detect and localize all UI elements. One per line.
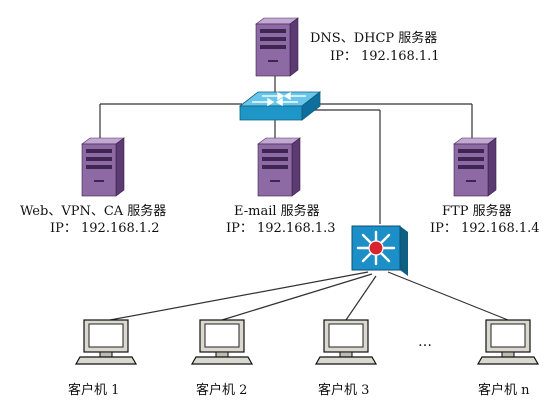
link-core-client3: [345, 275, 377, 321]
server-ip: IP： 192.168.1.3: [226, 221, 336, 236]
more-clients-ellipsis: …: [418, 334, 432, 350]
client-label: 客户机 2: [196, 382, 247, 398]
server-tower-icon: [453, 137, 497, 197]
client-n: 客户机 n: [477, 319, 539, 398]
client-2: 客户机 2: [191, 319, 253, 398]
ftp-server: FTP 服务器 IP： 192.168.1.4: [430, 137, 540, 236]
server-name: FTP 服务器: [442, 203, 512, 219]
server-name: DNS、DHCP 服务器: [310, 30, 437, 46]
server-tower-icon: [257, 137, 301, 197]
client-label: 客户机 n: [478, 382, 530, 398]
layer3-switch-icon: [351, 225, 408, 276]
link-core-client1: [109, 271, 369, 321]
desktop-computer-icon: [75, 319, 137, 365]
email-server: E-mail 服务器 IP： 192.168.1.3: [226, 137, 336, 236]
client-1: 客户机 1: [68, 319, 137, 398]
desktop-computer-icon: [477, 319, 539, 365]
web-vpn-ca-server: Web、VPN、CA 服务器 IP： 192.168.1.2: [20, 137, 166, 236]
desktop-computer-icon: [191, 319, 253, 365]
server-ip: IP： 192.168.1.2: [50, 221, 160, 236]
desktop-computer-icon: [315, 319, 377, 365]
link-core-clientn: [387, 271, 509, 321]
client-3: 客户机 3: [315, 319, 377, 398]
dns-dhcp-server: DNS、DHCP 服务器 IP： 192.168.1.1: [255, 17, 440, 77]
link-core-client2: [221, 273, 373, 321]
server-ip: IP： 192.168.1.1: [330, 49, 440, 64]
switch-icon: [238, 91, 322, 121]
server-ip: IP： 192.168.1.4: [430, 221, 540, 236]
client-label: 客户机 3: [318, 382, 369, 398]
server-name: E-mail 服务器: [234, 203, 320, 219]
server-tower-icon: [255, 17, 299, 77]
client-label: 客户机 1: [68, 382, 119, 398]
server-tower-icon: [81, 137, 125, 197]
server-name: Web、VPN、CA 服务器: [20, 203, 166, 219]
